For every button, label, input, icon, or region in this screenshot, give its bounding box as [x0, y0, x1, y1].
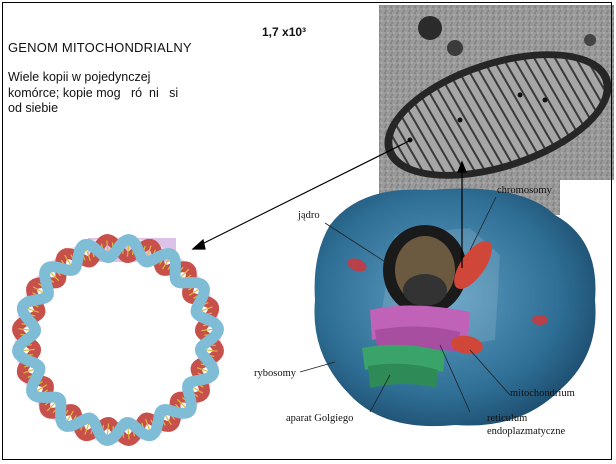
mtdna-circle-diagram: [18, 240, 219, 441]
description-line: od siebie: [8, 101, 218, 117]
label-ribosomes: rybosomy: [254, 368, 296, 379]
label-er-line2: endoplazmatyczne: [487, 426, 565, 437]
slide-title: GENOM MITOCHONDRIALNY: [8, 40, 192, 55]
label-golgi: aparat Golgiego: [286, 413, 353, 424]
magnification-label: 1,7 x10³: [262, 25, 306, 39]
description-line: komórce; kopie mog ró ni si: [8, 86, 218, 102]
label-mitochondrion: mitochondrium: [510, 388, 575, 399]
label-chromosomes: chromosomy: [497, 185, 552, 196]
label-nucleus: jądro: [298, 210, 320, 221]
label-er-line1: reticulum: [487, 413, 527, 424]
description-text: Wiele kopii w pojedynczej komórce; kopie…: [8, 70, 218, 117]
description-line: Wiele kopii w pojedynczej: [8, 70, 218, 86]
